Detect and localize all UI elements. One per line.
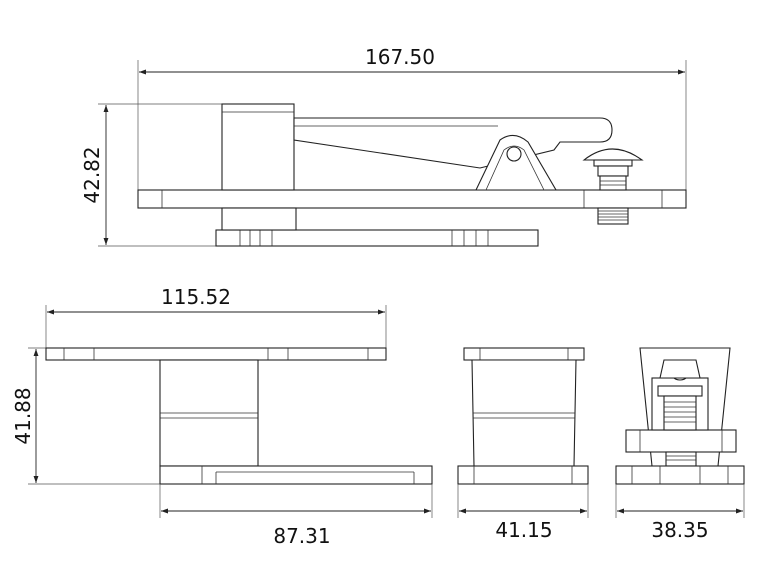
end-screw (663, 395, 697, 431)
side-base-plate (457, 465, 589, 485)
dim-side-width: 41.15 (495, 518, 552, 542)
dim-overall-length: 167.50 (365, 45, 435, 69)
dim-end-width: 38.35 (651, 518, 708, 542)
top-cylinder (221, 103, 295, 191)
end-view: 38.35 (615, 347, 745, 542)
top-view: 167.50 42.82 (80, 45, 687, 247)
dim-front-plate-length: 115.52 (161, 285, 231, 309)
top-bracket (475, 134, 557, 191)
top-screw-thread (597, 207, 629, 225)
front-view: 115.52 41.88 87.31 (11, 285, 433, 548)
end-mid-plate (625, 429, 737, 453)
front-base-plate (159, 465, 433, 485)
side-view: 41.15 (457, 347, 589, 542)
dim-front-height: 41.88 (11, 387, 35, 444)
top-screw-head (582, 148, 644, 161)
top-plate (137, 189, 687, 209)
dim-top-height: 42.82 (80, 146, 104, 203)
dim-front-base-length: 87.31 (273, 524, 330, 548)
side-top-plate (463, 347, 585, 361)
top-base-plate (215, 229, 539, 247)
front-top-plate (45, 347, 387, 361)
top-lever-arm (293, 117, 613, 169)
end-base-plate (615, 465, 745, 485)
